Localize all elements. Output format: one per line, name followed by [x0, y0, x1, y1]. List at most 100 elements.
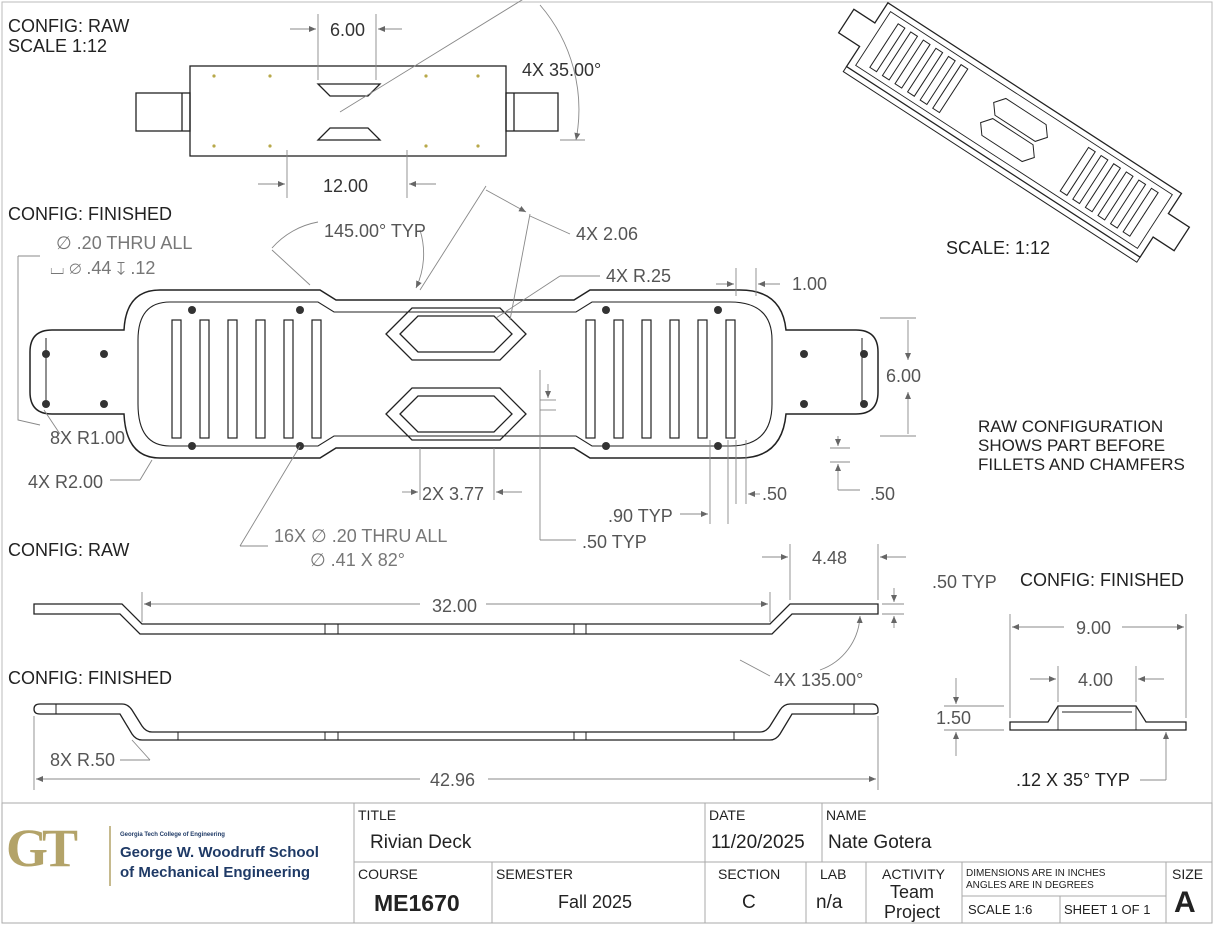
- hole-callout-thru: ∅ .20 THRU ALL: [56, 233, 193, 253]
- dim-1-00: 1.00: [792, 274, 828, 294]
- hole-13: [800, 350, 808, 358]
- raw-top-config-label: CONFIG: RAW: [8, 16, 130, 36]
- dim-4x-r25: 4X R.25: [606, 266, 672, 286]
- dim-12-00: 12.00: [323, 176, 369, 196]
- course-label: COURSE: [358, 866, 418, 882]
- raw-top-dims: [258, 0, 585, 198]
- hole-16: [860, 400, 868, 408]
- activity-value-1: Team: [890, 882, 935, 902]
- hole-14: [800, 400, 808, 408]
- note-line-1: RAW CONFIGURATION: [978, 417, 1164, 436]
- hole-9: [42, 350, 50, 358]
- finished-outline: [29, 289, 879, 459]
- activity-value-2: Project: [884, 902, 941, 922]
- dim-4-48: 4.48: [812, 548, 848, 568]
- hole-11: [100, 350, 108, 358]
- dim-50-typ: .50 TYP: [582, 532, 647, 552]
- dim-8x-r1-00: 8X R1.00: [50, 428, 126, 448]
- hole-6: [714, 306, 722, 314]
- finished-slots: [171, 319, 736, 439]
- school-line-2: of Mechanical Engineering: [120, 864, 311, 881]
- isometric-view: [837, 1, 1191, 263]
- slot-3: [227, 319, 238, 439]
- dim-9-00: 9.00: [1076, 618, 1112, 638]
- raw-top-slot: [316, 83, 382, 97]
- raw-left-tab: [135, 92, 191, 132]
- dim-145-typ: 145.00° TYP: [324, 221, 426, 241]
- finished-inner-flange: [137, 301, 773, 447]
- dim-4x-35-deg: 4X 35.00°: [522, 60, 602, 80]
- hole-10: [42, 400, 50, 408]
- units-line-2: ANGLES ARE IN DEGREES: [966, 880, 1094, 891]
- finished-top-config-label: CONFIG: FINISHED: [8, 204, 173, 224]
- hole-3: [188, 442, 196, 450]
- size-value: A: [1174, 886, 1196, 919]
- dim-50-b: .50: [870, 484, 896, 504]
- raw-side-config-label: CONFIG: RAW: [8, 540, 130, 560]
- note-line-3: FILLETS AND CHAMFERS: [978, 455, 1185, 474]
- csk-callout-angle: ∅ .41 X 82°: [310, 550, 405, 570]
- iso-scale-label: SCALE: 1:12: [946, 238, 1051, 258]
- dim-50-typ-side: .50 TYP: [932, 572, 997, 592]
- dim-6-00-right: 6.00: [886, 366, 922, 386]
- slot-11: [697, 319, 708, 439]
- slot-6: [311, 319, 322, 439]
- title-label: TITLE: [358, 807, 397, 823]
- slot-12: [725, 319, 736, 439]
- dim-4-00: 4.00: [1078, 670, 1114, 690]
- slot-7: [585, 319, 596, 439]
- finished-side-config-label: CONFIG: FINISHED: [8, 668, 173, 688]
- end-view: [1009, 705, 1187, 731]
- raw-side-view: [33, 603, 879, 635]
- end-view-dims: [944, 614, 1187, 781]
- finished-top-view: [29, 289, 879, 459]
- hole-2: [296, 306, 304, 314]
- dim-8x-r50: 8X R.50: [50, 750, 116, 770]
- slot-5: [283, 319, 294, 439]
- dim-6-00-top: 6.00: [330, 20, 366, 40]
- raw-bottom-slot: [316, 127, 382, 141]
- end-view-config-label: CONFIG: FINISHED: [1020, 570, 1185, 590]
- date-value: 11/20/2025: [711, 832, 805, 853]
- name-value: Nate Gotera: [828, 832, 932, 853]
- finished-side-dims: [33, 716, 879, 790]
- lab-label: LAB: [820, 866, 847, 882]
- raw-top-holes: [212, 74, 480, 148]
- slot-8: [613, 319, 624, 439]
- date-label: DATE: [709, 807, 746, 823]
- slot-1: [171, 319, 182, 439]
- raw-top-view: [135, 65, 559, 157]
- dim-4x-r2-00: 4X R2.00: [28, 472, 104, 492]
- dim-1-50: 1.50: [936, 708, 972, 728]
- csk-callout-thru: 16X ∅ .20 THRU ALL: [274, 526, 448, 546]
- slot-4: [255, 319, 266, 439]
- title-block-frame: [1, 802, 1213, 924]
- slot-9: [641, 319, 652, 439]
- finished-holes: [42, 306, 868, 450]
- raw-deck-body: [189, 65, 507, 157]
- scale-value: SCALE 1:6: [968, 902, 1033, 917]
- title-value: Rivian Deck: [370, 832, 472, 853]
- semester-label: SEMESTER: [496, 866, 574, 882]
- size-label: SIZE: [1172, 866, 1204, 882]
- raw-right-tab: [505, 92, 559, 132]
- dim-4x-135-deg: 4X 135.00°: [774, 670, 864, 690]
- hole-5: [602, 306, 610, 314]
- finished-diamond-cutouts: [385, 307, 527, 441]
- section-label: SECTION: [718, 866, 781, 882]
- finished-top-dims: [17, 185, 916, 547]
- slot-10: [669, 319, 680, 439]
- hole-12: [100, 400, 108, 408]
- dim-42-96: 42.96: [430, 770, 476, 790]
- activity-label: ACTIVITY: [882, 866, 946, 882]
- course-value: ME1670: [374, 890, 460, 916]
- hole-7: [602, 442, 610, 450]
- lab-value: n/a: [816, 892, 843, 913]
- section-value: C: [742, 892, 756, 913]
- dim-chamfer: .12 X 35° TYP: [1016, 770, 1130, 790]
- hole-callout-cbore: ⌴ ∅ .44 ↧ .12: [50, 258, 156, 278]
- semester-value: Fall 2025: [558, 892, 633, 912]
- raw-top-scale-label: SCALE 1:12: [8, 36, 108, 56]
- name-label: NAME: [826, 807, 867, 823]
